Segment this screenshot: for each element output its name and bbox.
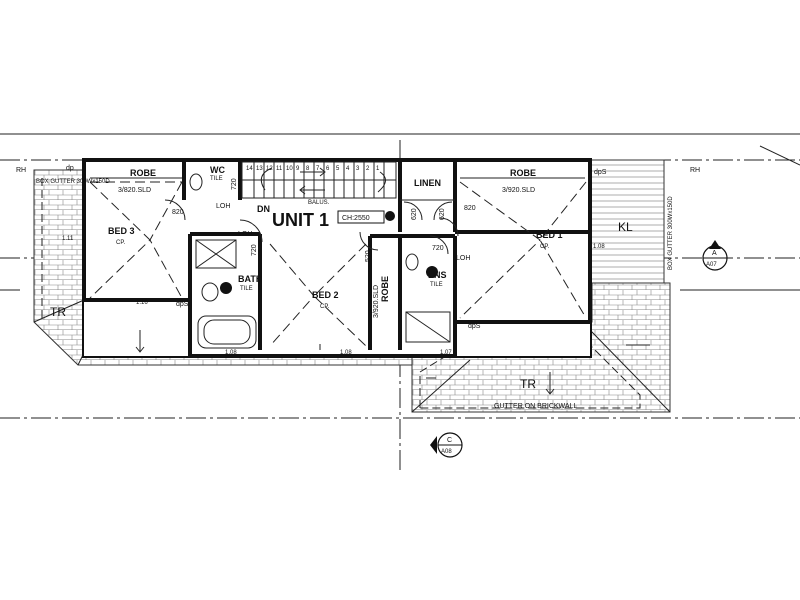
kl-label: KL	[618, 220, 633, 234]
level-2: 1.16	[136, 300, 148, 306]
stair-number: 1	[376, 166, 380, 172]
stair-number: 14	[246, 166, 253, 172]
dim-820-a: 820	[172, 209, 184, 216]
level-3: 1.08	[225, 350, 237, 356]
loh-a: LOH	[216, 203, 230, 210]
section-c-sheet: A08	[441, 449, 452, 455]
wc-label: WC	[210, 165, 225, 175]
dps-a: dpS	[176, 301, 189, 308]
bath-label: BATH	[238, 274, 262, 284]
box-gutter-right: BOX GUTTER 300Wx150D	[668, 196, 674, 270]
stair-number: 2	[366, 166, 370, 172]
level-4: 1.08	[340, 350, 352, 356]
stair-number: 11	[276, 166, 283, 172]
bed1-label: BED 1	[536, 230, 563, 240]
section-a-sheet: A07	[706, 262, 717, 268]
robe-left-door: 3/820.SLD	[118, 187, 151, 194]
dps-b: dpS	[468, 323, 481, 330]
robe-right-door: 3/920.SLD	[502, 187, 535, 194]
unit-title: UNIT 1	[272, 210, 329, 230]
section-marker-a	[702, 240, 728, 271]
section-marker-c	[430, 432, 463, 458]
dim-720-b: 720	[251, 244, 258, 256]
linen-label: LINEN	[414, 178, 441, 188]
dim-620-b: 620	[439, 208, 446, 220]
loh-b: LOH	[238, 231, 252, 238]
wc-sub: TILE	[210, 176, 223, 182]
robe-right-label: ROBE	[510, 168, 536, 178]
ceiling-height: CH:2550	[342, 215, 370, 222]
stair-number: 9	[296, 166, 300, 172]
rh-left: RH	[16, 167, 26, 174]
bed3-sub: CP.	[116, 240, 126, 246]
dps-c: dpS	[594, 169, 607, 176]
level-1: 1.11	[62, 236, 74, 242]
bed2-label: BED 2	[312, 290, 339, 300]
loh-c: LOH	[456, 255, 470, 262]
rh-right: RH	[690, 167, 700, 174]
ens-label: ENS	[428, 270, 447, 280]
door-swings	[164, 199, 459, 255]
dim-520: 520	[365, 250, 372, 262]
gutter-brick: GUTTER ON BRICKWALL	[494, 403, 577, 410]
balus-label: BALUS.	[308, 200, 330, 206]
stair-number: 8	[306, 166, 310, 172]
dim-720-c: 720	[432, 245, 444, 252]
tr-right: TR	[520, 377, 536, 391]
section-a-letter: A	[712, 250, 717, 257]
bed1-sub: CP.	[540, 244, 550, 250]
stair-number: 7	[316, 166, 320, 172]
labels: UNIT 1 CH:2550 BALUS. DN BED 3 CP. BED 2…	[16, 165, 717, 455]
stair-number: 5	[336, 166, 340, 172]
ens-sub: TILE	[430, 282, 443, 288]
bath-sub: TILE	[240, 286, 253, 292]
dim-820-b: 820	[464, 205, 476, 212]
fall-arrows	[135, 330, 650, 395]
dim-620-a: 620	[411, 208, 418, 220]
stair-number: 13	[256, 166, 263, 172]
dn-label: DN	[257, 204, 270, 214]
stair-number: 3	[356, 166, 360, 172]
robe-mid-door: 3/920.SLD	[373, 285, 380, 318]
stair-number: 10	[286, 166, 293, 172]
stair-number: 4	[346, 166, 350, 172]
box-gutter-left: BOX GUTTER 300Wx150D	[36, 179, 110, 185]
dp-a: dp	[66, 165, 74, 172]
dim-720-a: 720	[231, 178, 238, 190]
bed3-label: BED 3	[108, 226, 135, 236]
section-c-letter: C	[447, 437, 452, 444]
walls	[82, 158, 592, 358]
fixtures	[189, 173, 451, 349]
robe-left-label: ROBE	[130, 168, 156, 178]
ceiling-hips	[89, 181, 587, 347]
robe-mid-label: ROBE	[380, 276, 390, 302]
level-6: 1.08	[593, 244, 605, 250]
stair-number: 6	[326, 166, 330, 172]
tr-left: TR	[50, 305, 66, 319]
level-5: 1.07	[440, 350, 452, 356]
bed2-sub: CP.	[320, 304, 330, 310]
